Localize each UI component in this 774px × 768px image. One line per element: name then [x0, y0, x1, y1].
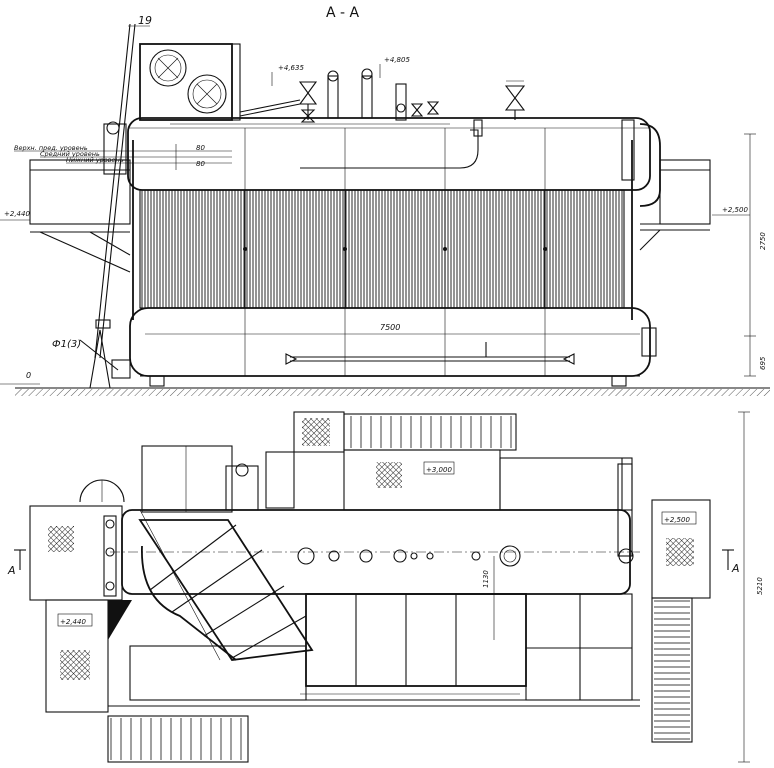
plan-drum: 1130 — [110, 463, 640, 640]
plan-view: +3,000 1130 — [7, 411, 764, 763]
plan-right-platform: +2,500 — [651, 499, 711, 743]
plan-duct — [138, 509, 314, 661]
dim-80-a: 80 — [196, 144, 205, 152]
lower-drum — [129, 307, 651, 387]
callout-number: 19 — [138, 14, 152, 27]
plan-top-platform: +3,000 — [293, 411, 633, 511]
right-header — [621, 119, 711, 357]
tube-bank — [132, 140, 633, 320]
part-label: Ф1(3) — [52, 339, 81, 350]
elevation-platform-left: +2,440 — [4, 210, 30, 218]
level-label-upper: Верхн. пред. уровень — [14, 144, 88, 152]
elevation-drum-top-right: +4,805 — [384, 56, 410, 64]
water-level-lines — [14, 144, 232, 170]
elevation-platform-right: +2,500 — [722, 206, 748, 214]
section-view: А - А 19 Верхн. пред. уровень Средний ур… — [0, 5, 770, 396]
section-dimensions — [0, 64, 756, 385]
section-mark-right: А — [731, 562, 740, 575]
upper-drum — [127, 117, 651, 191]
ground-line — [15, 387, 770, 396]
dimension-height-upper: 2750 — [759, 232, 767, 250]
air-box — [139, 43, 301, 121]
level-label-lower: Нижний уровень — [66, 156, 124, 164]
section-title: А - А — [326, 5, 360, 21]
dim-80-b: 80 — [196, 160, 205, 168]
elevation-ground: 0 — [26, 371, 31, 380]
plan-bottom-ladder — [107, 715, 249, 763]
section-marks: А А — [7, 549, 740, 577]
plan-left-platform: +2,440 — [29, 479, 132, 713]
elevation-drum-top-left: +4,635 — [278, 64, 304, 72]
plan-gas-outlet — [108, 593, 640, 707]
plan-elevation-top: +3,000 — [426, 466, 452, 474]
plan-dimension-offset: 1130 — [482, 570, 490, 588]
plan-elevation-right: +2,500 — [664, 516, 690, 524]
plan-dimensions: 5210 — [738, 411, 764, 763]
plan-dimension-depth: 5210 — [756, 577, 764, 595]
level-label-middle: Средний уровень — [40, 150, 100, 158]
dimension-length: 7500 — [380, 323, 400, 332]
section-mark-left: А — [7, 564, 16, 577]
drum-valves — [298, 68, 526, 137]
plan-elevation-left: +2,440 — [60, 618, 86, 626]
left-platform — [29, 23, 136, 389]
plan-air-box — [141, 445, 295, 513]
dimension-height-lower: 695 — [759, 356, 767, 370]
